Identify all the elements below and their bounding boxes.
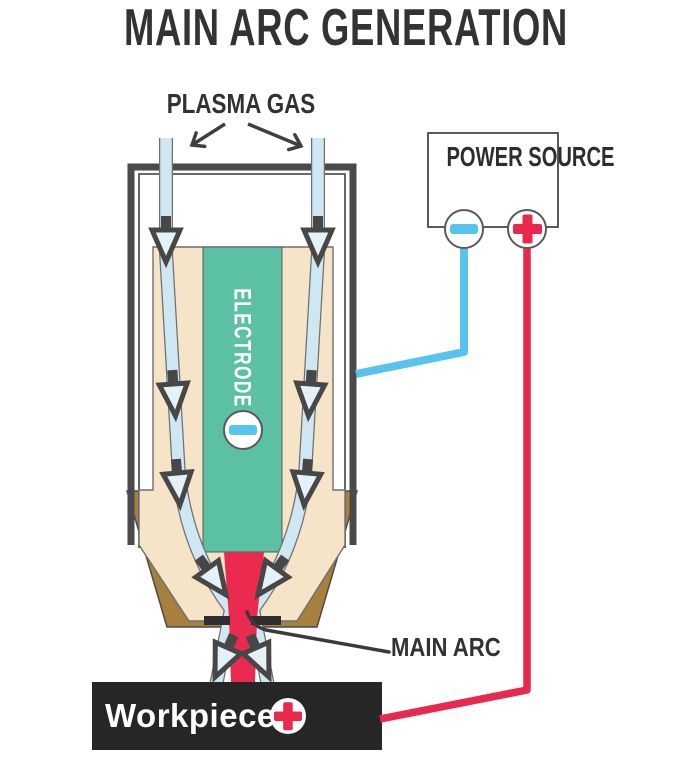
negative-terminal [444, 209, 484, 249]
workpiece-bar [92, 682, 382, 750]
positive-wire [379, 230, 531, 723]
nozzle-exit-bar-right [251, 616, 281, 625]
power-source-label: POWER SOURCE [446, 141, 615, 172]
positive-terminal [507, 209, 547, 249]
electrode-label: ELECTRODE [229, 288, 255, 408]
minus-icon [229, 425, 257, 435]
plus-icon [274, 702, 302, 731]
plus-icon [513, 214, 542, 244]
workpiece-polarity-badge [270, 698, 306, 734]
main-arc-pointer-line [245, 610, 391, 654]
torch-casing [127, 163, 357, 548]
workpiece-label: Workpiece [105, 697, 276, 734]
page-title: MAIN ARC GENERATION [123, 0, 569, 57]
main-arc-label: MAIN ARC [391, 632, 501, 662]
minus-icon [450, 224, 478, 234]
plasma-gas-label: PLASMA GAS [166, 88, 316, 119]
electrode-polarity-badge [223, 410, 263, 450]
nozzle-exit-bar-left [204, 616, 230, 625]
negative-wire [355, 230, 468, 378]
plasma-gas-pointer-arrows [189, 122, 304, 152]
electrode [202, 246, 283, 553]
